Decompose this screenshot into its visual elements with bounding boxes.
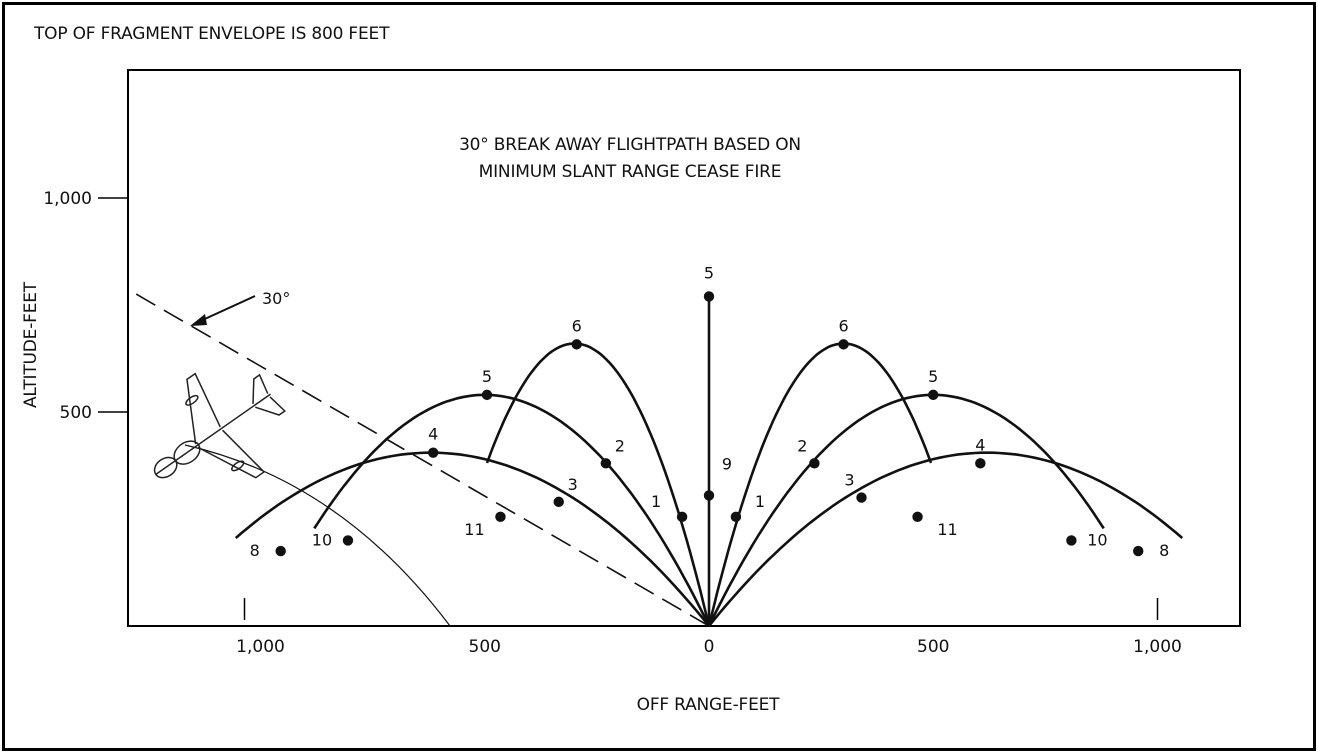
aircraft-wing-bottom	[197, 429, 266, 479]
data-point-label: 6	[838, 316, 848, 335]
fragment-curve-8-right	[707, 451, 1184, 627]
data-point-label: 8	[250, 541, 260, 560]
data-point-4	[975, 458, 986, 469]
subtitle-line-2: MINIMUM SLANT RANGE CEASE FIRE	[478, 162, 782, 182]
data-point-label: 10	[1087, 530, 1107, 549]
y-tick-label: 500	[60, 403, 92, 423]
data-point-6	[571, 339, 582, 350]
data-point-3	[553, 496, 564, 508]
data-point-label: 2	[797, 436, 807, 455]
data-point-label: 10	[312, 530, 332, 549]
data-point-label: 11	[937, 520, 957, 539]
x-tick-label: 500	[917, 637, 949, 657]
data-point-11	[912, 511, 923, 523]
y-tick-label: 1,000	[43, 189, 92, 209]
data-point-label: 3	[844, 471, 854, 490]
data-point-2	[600, 458, 612, 469]
fragment-curve-11-right	[707, 342, 933, 627]
angle-annotation-label: 30°	[262, 289, 290, 308]
data-point-3	[856, 492, 867, 503]
aircraft-pod-top	[185, 394, 199, 406]
data-point-label: 5	[704, 263, 714, 282]
angle-arrow-shaft	[195, 295, 256, 324]
data-point-label: 6	[572, 316, 582, 335]
x-tick-label: 1,000	[1133, 637, 1182, 657]
data-point-10	[342, 535, 354, 546]
data-point-label: 5	[482, 367, 492, 386]
data-point-8	[275, 545, 286, 557]
data-point-5	[928, 389, 939, 401]
data-point-11	[495, 511, 506, 523]
x-tick-label: 0	[704, 637, 715, 657]
fragment-curve-11-left	[485, 342, 711, 627]
data-point-label: 9	[722, 454, 732, 473]
data-point-1	[730, 511, 742, 523]
data-point-label: 4	[975, 435, 985, 454]
aircraft-icon	[153, 372, 286, 479]
data-point-label: 11	[464, 520, 484, 539]
axis-ticks-group: 500 1,000 1,000 500 0 500 1,000	[43, 189, 1182, 657]
plot-area-border	[127, 69, 1241, 627]
x-tick-label: 1,000	[236, 637, 285, 657]
data-point-label: 5	[928, 367, 938, 386]
aircraft-cockpit	[153, 456, 178, 479]
aircraft-wing-top	[186, 372, 221, 445]
angle-arrow-head	[190, 314, 207, 326]
data-point-label: 2	[615, 436, 625, 455]
aircraft-tail-bottom	[255, 396, 286, 416]
data-point-5	[481, 389, 493, 401]
data-point-label: 1	[755, 492, 765, 511]
fragment-curve-10-left	[313, 393, 711, 627]
data-point-2	[809, 458, 820, 469]
breakaway-flightpath-group	[135, 293, 710, 627]
data-point-label: 1	[651, 492, 661, 511]
aircraft-tail-top	[252, 373, 269, 404]
fragment-curve-8-left	[234, 451, 711, 627]
data-point-6	[838, 339, 849, 350]
x-tick-label: 500	[469, 637, 501, 657]
chart-subtitle: 30° BREAK AWAY FLIGHTPATH BASED ON MINIM…	[430, 132, 830, 186]
data-point-8	[1133, 545, 1144, 557]
figure-title: TOP OF FRAGMENT ENVELOPE IS 800 FEET	[34, 24, 390, 44]
data-point-label: 3	[568, 475, 578, 494]
angle-annotation: 30°	[190, 289, 290, 326]
data-point-9	[703, 490, 715, 501]
fragment-curve-10-right	[707, 393, 1105, 627]
x-axis-label: OFF RANGE-FEET	[636, 695, 780, 715]
breakaway-flightpath-line	[135, 293, 710, 627]
data-point-10	[1066, 535, 1077, 546]
aircraft-pod-bottom	[231, 460, 245, 472]
data-point-label: 8	[1159, 541, 1169, 560]
subtitle-line-1: 30° BREAK AWAY FLIGHTPATH BASED ON	[459, 135, 801, 155]
fragment-curves-group	[234, 296, 1184, 627]
data-point-1	[676, 511, 688, 523]
data-point-label: 4	[428, 425, 438, 444]
data-point-4	[427, 447, 439, 458]
data-point-5	[703, 291, 715, 302]
aircraft-fuselage	[155, 393, 271, 476]
